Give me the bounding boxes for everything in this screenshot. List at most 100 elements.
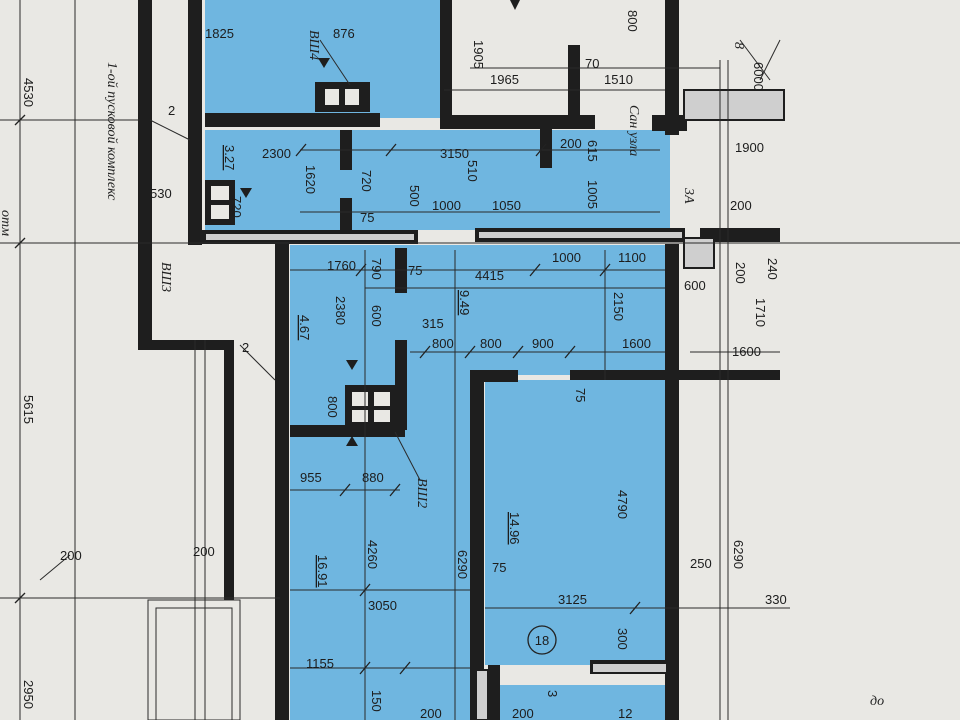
left-edge-text: отм [0,210,13,236]
wall-top-center-h [440,115,595,129]
axis-marker-label: 18 [535,633,549,648]
shaft-4-cell-a [325,89,339,105]
wall-stub-e [568,45,580,115]
shaft-4-cell-b [345,89,359,105]
dim-label: 1005 [585,180,600,209]
mark-3a-label: 3А [681,187,696,204]
door-marker-5 [510,0,520,10]
dim-label: 800 [432,336,454,351]
balcony-left-inner [155,607,233,720]
dim-label: 70 [585,56,599,71]
wall-right-nib [652,115,687,131]
dim-label: 1050 [492,198,521,213]
dim-label: 800 [625,10,640,32]
dim-label: 3 [545,690,560,697]
dim-label: 200 [193,544,215,559]
dim-label: 6290 [455,550,470,579]
wall-stub-d [540,128,552,168]
wall-shaft2-bottom [290,425,405,437]
dim-label: 200 [420,706,442,720]
dim-label: 2380 [333,296,348,325]
leader-line-2a [149,119,191,141]
wall-partition-center [470,372,484,720]
leader-line-2b [239,344,276,381]
leader-line-8b [759,39,781,81]
dim-label: 720 [359,170,374,192]
dim-label: 240 [765,258,780,280]
hatched-wall-1 [204,232,416,242]
shaft-2-cell-b [374,392,390,406]
dim-label: 1825 [205,26,234,41]
side-annotation: 1-ой пусковой комплекс [104,62,119,201]
wall-bottom-a [488,665,500,720]
room-fill-right-room [485,380,670,665]
dim-label: 200 [512,706,534,720]
dim-label: 530 [150,186,172,201]
dim-label: 900 [532,336,554,351]
dim-label: 600 [369,305,384,327]
dim-label: 150 [369,690,384,712]
dim-label: 3050 [368,598,397,613]
dim-label: 300 [615,628,630,650]
wall-partition-cap [470,370,518,382]
dim-label: 75 [408,263,422,278]
dim-label: 4790 [615,490,630,519]
shaft-2-label: ВШ2 [414,478,429,508]
dim-label: 4260 [365,540,380,569]
dim-label: 500 [407,185,422,207]
balcony-left [147,599,241,720]
wall-shaft2-side [395,340,407,430]
dim-label: 1600 [732,344,761,359]
area-label-4: 9.49 [457,290,472,315]
mark-8-label: 8 [731,42,746,49]
axis-marker-circle [527,625,557,655]
dim-label: 1510 [604,72,633,87]
area-label-1: 4.67 [297,315,312,340]
hatched-wall-2 [477,230,684,240]
dim-label: 200 [730,198,752,213]
dim-label: 1965 [490,72,519,87]
shaft-3-label: ВШ3 [158,262,173,292]
area-label-3: 14.96 [507,512,522,545]
dim-label: 75 [492,560,506,575]
dim-label: 1620 [303,165,318,194]
dim-label: 880 [362,470,384,485]
leader-line-8 [739,39,771,81]
door-marker-4 [346,436,358,446]
room-areas: 4.67 16.91 14.96 9.49 3.27 [222,145,522,588]
dim-label: 330 [765,592,787,607]
dim-label: 600 [684,278,706,293]
door-marker-3 [346,360,358,370]
dim-label: 4415 [475,268,504,283]
wall-partition-right [570,370,780,380]
dim-label: 200 [560,136,582,151]
dim-label: 876 [333,26,355,41]
wall-outer-left-lower [224,340,234,600]
dim-label: 75 [360,210,374,225]
dim-label: 615 [585,140,600,162]
dim-label: 200 [60,548,82,563]
dim-label: 510 [465,160,480,182]
dim-label: 1155 [306,656,334,671]
dim-label: 1000 [432,198,461,213]
shaft-2-cell-c [352,410,368,422]
room-labels: ВШ4 ВШ3 ВШ2 Сан узла 3А 8 1-ой пусковой … [0,30,884,709]
dim-label: 3150 [440,146,469,161]
dim-label: 1760 [327,258,356,273]
room-fill-corridor-upper [205,130,670,230]
dim-label: 1710 [753,298,768,327]
door-markers [240,0,520,446]
wall-left-upper [188,0,202,245]
shaft-3-cell-b [211,205,229,219]
shaft-4-label: ВШ4 [306,30,321,60]
dimension-labels-vertical: 800 1905 615 1620 720 500 510 1005 720 7… [21,10,780,712]
shaft-2-cell-a [352,392,368,406]
dim-label: 2300 [262,146,291,161]
dim-label: 200 [733,262,748,284]
wall-left-lower [275,244,289,720]
dim-label: 6000 [751,62,766,91]
ventilation-shafts [205,82,395,427]
hatched-wall-4 [591,662,668,674]
wall-shaft-top [205,113,380,127]
